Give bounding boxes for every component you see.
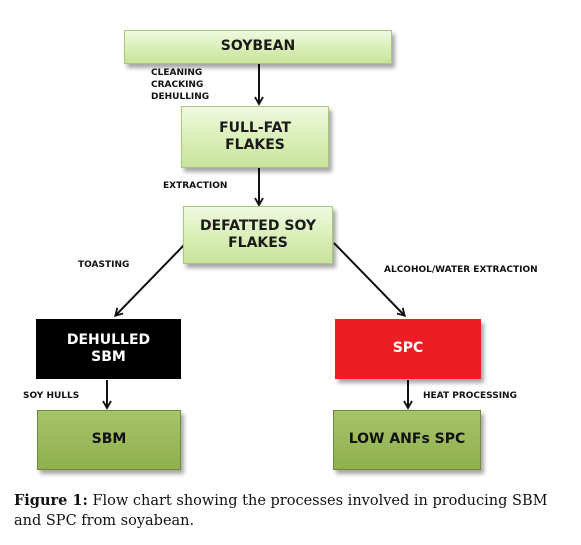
node-low-anfs-spc: LOW ANFs SPC <box>333 410 481 470</box>
node-sbm: SBM <box>37 410 181 470</box>
label-heat-processing: HEAT PROCESSING <box>423 391 517 401</box>
arrow-defatted-to-spc <box>333 242 406 318</box>
label-toasting: TOASTING <box>78 260 130 270</box>
caption-label: Figure 1: <box>14 492 88 509</box>
label-extraction: EXTRACTION <box>163 181 228 191</box>
node-dehulled-sbm: DEHULLED SBM <box>36 319 181 379</box>
label-soy-hulls: SOY HULLS <box>23 391 80 401</box>
label-cleaning-cracking-dehulling: CLEANING CRACKING DEHULLING <box>151 68 210 102</box>
node-spc: SPC <box>335 319 481 379</box>
figure-caption: Figure 1: Flow chart showing the process… <box>14 491 574 531</box>
node-defatted-soy-flakes: DEFATTED SOY FLAKES <box>183 206 333 264</box>
arrow-defatted-to-dehulled-sbm <box>114 242 187 318</box>
node-soybean: SOYBEAN <box>124 30 392 64</box>
label-alcohol-water-extraction: ALCOHOL/WATER EXTRACTION <box>384 265 538 275</box>
node-full-fat-flakes: FULL-FAT FLAKES <box>181 106 329 168</box>
caption-text: Flow chart showing the processes involve… <box>14 493 548 529</box>
